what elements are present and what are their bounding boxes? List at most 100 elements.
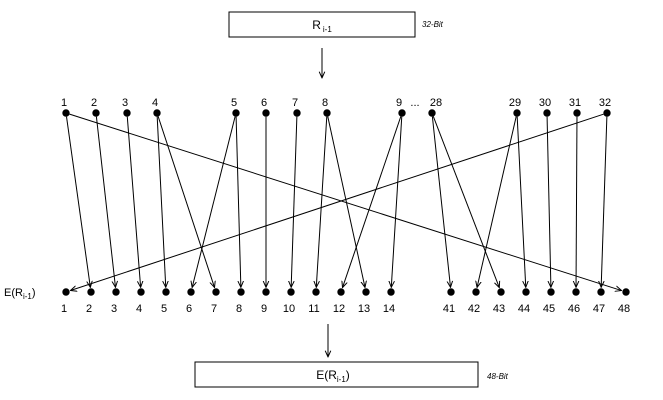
connection-30-to-45 — [546, 116, 551, 288]
connection-28-to-41 — [431, 116, 450, 288]
output-bit-dot-41 — [447, 288, 455, 296]
output-bit-dot-12 — [337, 288, 345, 296]
output-bit-label-46: 46 — [568, 303, 580, 315]
input-ellipsis: ... — [410, 97, 419, 109]
input-bit-label-8: 8 — [322, 97, 328, 109]
output-bit-label-6: 6 — [186, 303, 192, 315]
connection-28-to-43 — [432, 116, 499, 287]
connection-2-to-3 — [95, 116, 115, 288]
output-bit-label-7: 7 — [211, 303, 217, 315]
bottom-bits-label: 48-Bit — [487, 372, 509, 381]
output-bit-label-4: 4 — [136, 303, 142, 315]
input-bit-dot-3 — [123, 109, 131, 117]
connection-31-to-46 — [576, 116, 577, 288]
input-bit-dot-29 — [513, 109, 521, 117]
input-bit-label-28: 28 — [430, 97, 442, 109]
output-row-label: E(Ri-1) — [4, 287, 36, 301]
output-bit-dot-6 — [187, 288, 195, 296]
output-bit-label-48: 48 — [618, 303, 630, 315]
input-bit-label-2: 2 — [91, 97, 97, 109]
output-bit-dot-5 — [162, 288, 170, 296]
output-bit-label-10: 10 — [283, 303, 295, 315]
output-bit-dot-10 — [287, 288, 295, 296]
output-bit-label-44: 44 — [518, 303, 530, 315]
input-bit-dot-31 — [573, 109, 581, 117]
output-bit-label-14: 14 — [383, 303, 395, 315]
input-bits-row: 1 2 3 4 5 6 7 8 9 28 29 30 31 32 — [61, 97, 611, 117]
input-bit-label-6: 6 — [261, 97, 267, 109]
output-bit-label-11: 11 — [308, 303, 319, 315]
connection-9-to-14 — [391, 116, 403, 288]
output-bit-dot-47 — [597, 288, 605, 296]
input-bit-label-9: 9 — [396, 97, 402, 109]
input-bit-label-4: 4 — [152, 97, 158, 109]
output-bit-dot-46 — [572, 288, 580, 296]
output-bit-dot-42 — [472, 288, 480, 296]
output-bit-label-42: 42 — [468, 303, 480, 315]
input-bit-label-31: 31 — [569, 97, 581, 109]
input-bit-label-32: 32 — [599, 97, 611, 109]
output-bit-label-9: 9 — [261, 303, 267, 315]
connection-7-to-10 — [291, 116, 298, 288]
output-bit-label-2: 2 — [86, 303, 92, 315]
output-bit-label-47: 47 — [593, 303, 605, 315]
input-bit-dot-8 — [323, 109, 331, 117]
output-bit-dot-44 — [522, 288, 530, 296]
output-bit-dot-14 — [387, 288, 395, 296]
input-bit-label-1: 1 — [61, 97, 67, 109]
input-bit-dot-9 — [398, 109, 406, 117]
input-bit-dot-1 — [62, 109, 70, 117]
output-bit-label-12: 12 — [333, 303, 345, 315]
connection-5-to-6 — [192, 116, 236, 288]
connection-8-to-11 — [316, 116, 328, 288]
output-bit-label-13: 13 — [358, 303, 370, 315]
connection-29-to-42 — [477, 116, 517, 288]
output-bit-label-41: 41 — [443, 303, 455, 315]
bottom-box-label: E(Ri-1) — [316, 368, 350, 384]
output-bit-label-3: 3 — [111, 303, 117, 315]
input-bit-label-3: 3 — [122, 97, 128, 109]
input-bit-label-5: 5 — [231, 97, 237, 109]
output-bit-dot-48 — [622, 288, 630, 296]
output-bit-dot-13 — [362, 288, 370, 296]
input-bit-label-30: 30 — [539, 97, 551, 109]
connection-lines — [66, 113, 622, 290]
connection-4-to-7 — [157, 116, 214, 288]
connection-3-to-4 — [126, 116, 140, 288]
output-bit-dot-8 — [237, 288, 245, 296]
connection-32-to-1 — [70, 113, 604, 290]
input-bit-dot-32 — [603, 109, 611, 117]
output-bit-dot-3 — [112, 288, 120, 296]
output-bit-dot-45 — [547, 288, 555, 296]
input-bit-dot-28 — [428, 109, 436, 117]
input-bit-dot-6 — [262, 109, 270, 117]
output-bit-dot-11 — [312, 288, 320, 296]
connection-32-to-47 — [601, 116, 608, 288]
connection-8-to-13 — [327, 116, 365, 288]
input-bit-dot-5 — [232, 109, 240, 117]
output-bit-label-8: 8 — [236, 303, 242, 315]
output-bit-dot-4 — [137, 288, 145, 296]
bottom-expanded-box: E(Ri-1) — [194, 361, 479, 388]
top-bits-label: 32-Bit — [422, 20, 444, 29]
connection-4-to-5 — [156, 116, 166, 288]
input-bit-dot-7 — [293, 109, 301, 117]
input-bit-dot-4 — [153, 109, 161, 117]
output-bit-dot-2 — [87, 288, 95, 296]
connection-1-to-2 — [66, 116, 91, 288]
output-bit-dot-7 — [212, 288, 220, 296]
input-bit-dot-2 — [92, 109, 100, 117]
connection-5-to-8 — [235, 116, 241, 288]
connection-1-to-48 — [69, 113, 622, 290]
output-bit-label-1: 1 — [61, 303, 67, 315]
output-bit-dot-43 — [497, 288, 505, 296]
input-bit-label-29: 29 — [509, 97, 521, 109]
input-bit-label-7: 7 — [292, 97, 298, 109]
output-bit-label-45: 45 — [543, 303, 555, 315]
connection-9-to-12 — [343, 116, 402, 288]
input-bit-dot-30 — [543, 109, 551, 117]
